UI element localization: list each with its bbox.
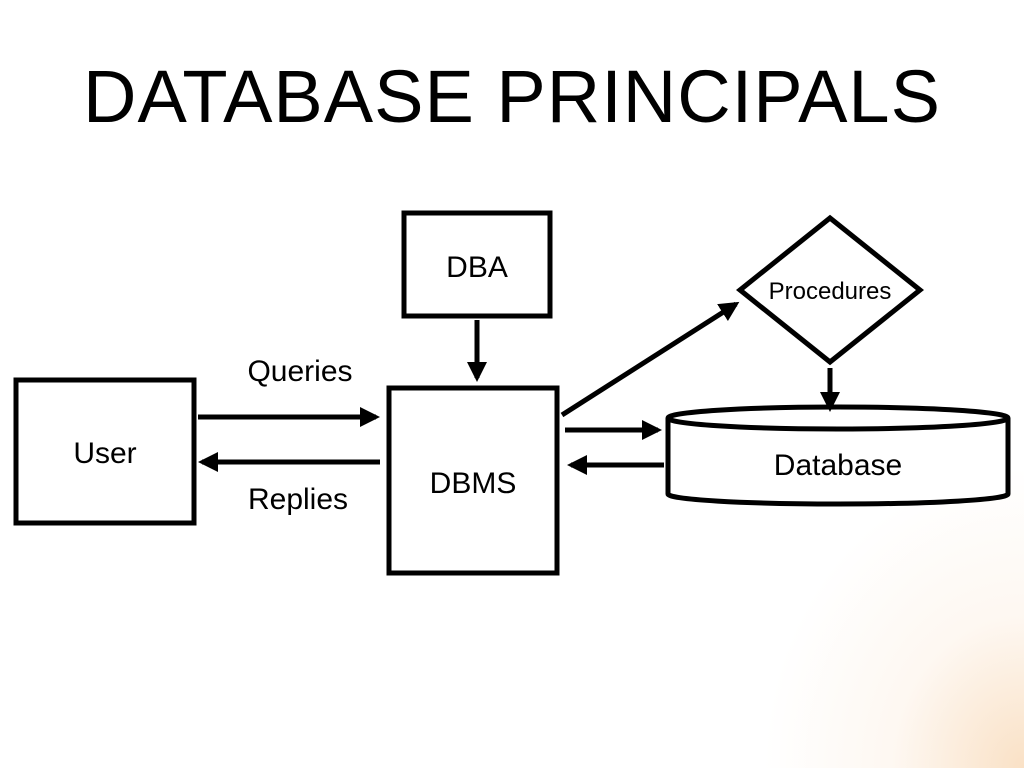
user-node: User <box>13 377 197 526</box>
dbms-node: DBMS <box>386 385 560 576</box>
database-cylinder-body <box>665 418 1011 507</box>
replies-label: Replies <box>248 483 348 516</box>
database-cylinder-top <box>665 404 1011 432</box>
slide-title: DATABASE PRINCIPALS <box>83 55 941 138</box>
queries-label: Queries <box>247 355 352 388</box>
user-label: User <box>73 437 136 470</box>
dbms-box <box>386 385 560 576</box>
procedures-diamond <box>735 214 925 366</box>
user-box <box>13 377 197 526</box>
procedures-label: Procedures <box>769 278 892 305</box>
dbms-to-procedures-arrow <box>560 301 740 418</box>
dba-box <box>401 210 553 319</box>
dbms-label: DBMS <box>430 467 517 500</box>
database-label: Database <box>774 449 902 482</box>
dba-node: DBA <box>401 210 553 319</box>
procedures-node: Procedures <box>735 214 925 366</box>
dba-label: DBA <box>446 251 508 284</box>
database-node: Database <box>665 404 1011 507</box>
